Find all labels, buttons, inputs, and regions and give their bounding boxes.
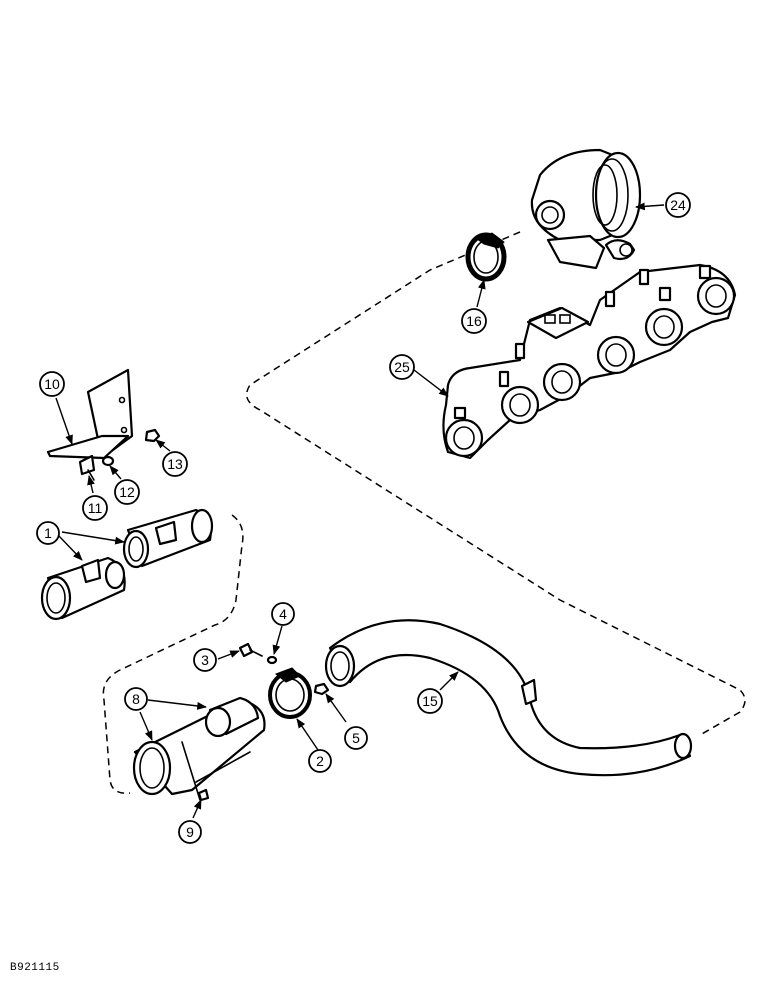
svg-text:24: 24 [670, 197, 686, 213]
dashed-assembly-line-lower [102, 514, 244, 794]
svg-text:2: 2 [316, 753, 324, 769]
v-band-clamp-part [465, 232, 507, 282]
bracket-part [46, 368, 134, 460]
leader-2 [296, 718, 319, 751]
washer-part-4 [266, 655, 278, 665]
leader-12 [109, 465, 122, 480]
callout-24: 24 [665, 192, 691, 218]
washer-part-12 [101, 455, 115, 467]
nut-part-5 [313, 682, 330, 696]
leader-16 [476, 279, 486, 308]
leader-1b [61, 531, 125, 545]
leader-1a [57, 534, 83, 561]
leader-24 [635, 202, 665, 211]
nut-part-13 [144, 428, 161, 443]
svg-text:5: 5 [352, 730, 360, 746]
callout-2: 2 [308, 749, 332, 773]
callout-10: 10 [39, 371, 65, 397]
callout-15: 15 [417, 688, 443, 714]
dashed-assembly-line-upper [245, 231, 746, 736]
svg-text:13: 13 [167, 456, 183, 472]
svg-text:16: 16 [466, 313, 482, 329]
exhaust-manifold-part [442, 263, 737, 460]
pipe-shield-part [132, 696, 266, 801]
callout-1: 1 [36, 521, 60, 545]
pipe-adapter-upper-part [122, 508, 214, 569]
leader-10 [55, 397, 73, 445]
pipe-adapter-lower-part [40, 556, 126, 621]
svg-text:1: 1 [44, 525, 52, 541]
leader-8b [139, 711, 153, 741]
bolt-part-3 [238, 642, 263, 658]
leader-9 [192, 799, 202, 819]
turbocharger-part [530, 148, 642, 270]
svg-text:4: 4 [279, 606, 287, 622]
svg-text:15: 15 [422, 693, 438, 709]
leader-8a [147, 699, 207, 710]
callout-4: 4 [271, 602, 295, 626]
drawing-id-label: B921115 [10, 962, 60, 974]
callout-9: 9 [178, 820, 202, 844]
leader-4 [272, 625, 283, 655]
svg-text:25: 25 [394, 359, 410, 375]
leader-3 [217, 650, 240, 660]
svg-text:11: 11 [88, 500, 103, 516]
exhaust-pipe-part [324, 619, 693, 777]
screw-part-9 [197, 788, 210, 802]
clamp-part-2 [268, 667, 312, 719]
leader-5 [325, 693, 347, 723]
svg-text:8: 8 [132, 691, 140, 707]
callout-25: 25 [389, 354, 415, 380]
leader-15 [439, 671, 459, 691]
callout-11: 11 [82, 495, 108, 521]
callout-8: 8 [124, 687, 148, 711]
callout-13: 13 [162, 451, 188, 477]
callout-5: 5 [344, 726, 368, 750]
bolt-part-11 [78, 454, 96, 481]
svg-text:9: 9 [186, 824, 194, 840]
callout-12: 12 [114, 479, 140, 505]
svg-text:3: 3 [201, 652, 209, 668]
svg-text:12: 12 [119, 484, 135, 500]
svg-text:10: 10 [44, 376, 60, 392]
callout-16: 16 [461, 308, 487, 334]
leader-25 [413, 369, 449, 397]
leader-11 [87, 475, 95, 494]
leader-13 [155, 439, 171, 452]
callout-3: 3 [193, 648, 217, 672]
